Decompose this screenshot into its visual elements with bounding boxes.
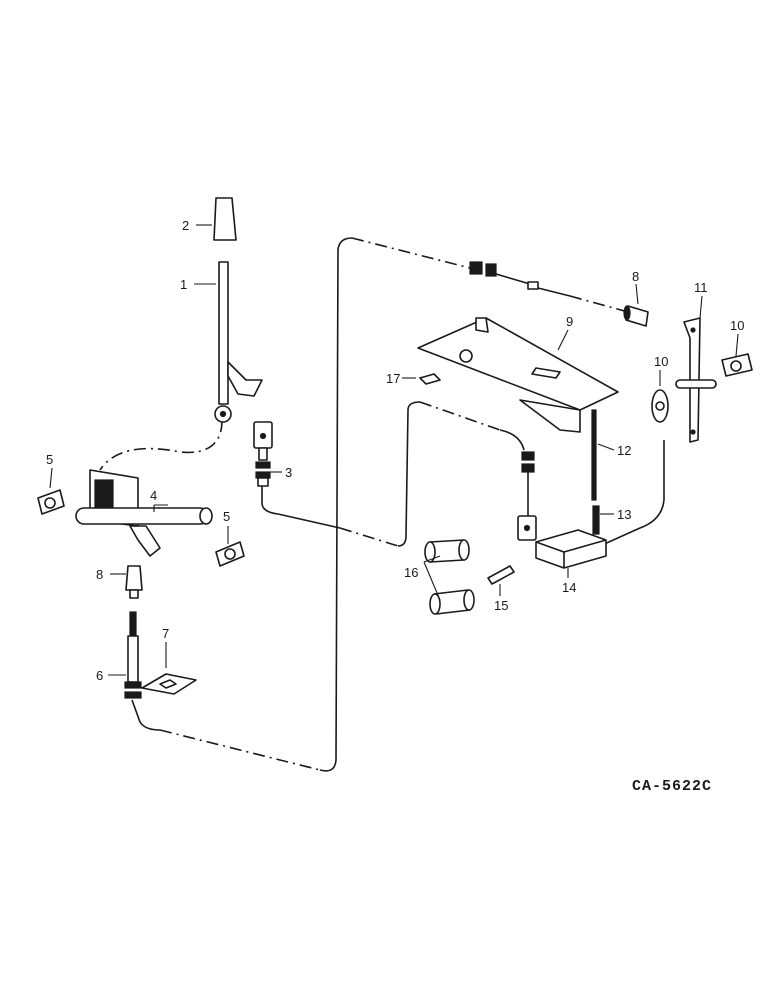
pin-part <box>487 565 515 585</box>
callout-3: 3 <box>285 465 292 480</box>
block-part <box>535 529 607 569</box>
callout-12: 12 <box>617 443 631 458</box>
arm-part <box>675 317 717 443</box>
clamp-right-part <box>215 541 245 567</box>
cable-end-part <box>124 611 142 699</box>
callout-4: 4 <box>150 488 157 503</box>
clamp-center-part <box>651 389 669 423</box>
callout-15: 15 <box>494 598 508 613</box>
callout-labels: 2 1 3 4 5 5 6 7 8 8 9 10 10 11 12 13 14 … <box>46 218 744 683</box>
callout-9: 9 <box>566 314 573 329</box>
sleeve-top-part <box>623 305 649 327</box>
callout-16: 16 <box>404 565 418 580</box>
center-cable-fitting-part <box>517 451 537 541</box>
cable-routing <box>99 237 665 772</box>
callout-7: 7 <box>162 626 169 641</box>
top-cable-fitting-part <box>469 261 571 297</box>
rod-part <box>591 409 597 501</box>
small-plate-part <box>419 373 441 385</box>
bushing-lower-part <box>429 589 475 615</box>
callout-8-top: 8 <box>632 269 639 284</box>
clamp-right-part-2 <box>721 353 753 377</box>
callout-2: 2 <box>182 218 189 233</box>
callout-17: 17 <box>386 371 400 386</box>
clamp-left-part <box>37 489 65 515</box>
drawing-code: CA-5622C <box>632 778 712 795</box>
callout-13: 13 <box>617 507 631 522</box>
callout-1: 1 <box>180 277 187 292</box>
bracket-part <box>417 317 619 433</box>
callout-11: 11 <box>694 280 708 295</box>
callout-leaders <box>49 224 739 676</box>
callout-14: 14 <box>562 580 576 595</box>
callout-5-left: 5 <box>46 452 53 467</box>
shift-plate-assembly-part <box>75 469 213 557</box>
stud-part <box>592 505 600 535</box>
callout-5-right: 5 <box>223 509 230 524</box>
sleeve-left-part <box>125 565 143 599</box>
callout-10-center: 10 <box>654 354 668 369</box>
shift-lever-part <box>214 261 263 423</box>
knob-part <box>213 197 237 241</box>
clevis-fitting-part <box>253 421 273 487</box>
callout-10-right: 10 <box>730 318 744 333</box>
callout-8-left: 8 <box>96 567 103 582</box>
gasket-part <box>141 673 197 695</box>
callout-6: 6 <box>96 668 103 683</box>
